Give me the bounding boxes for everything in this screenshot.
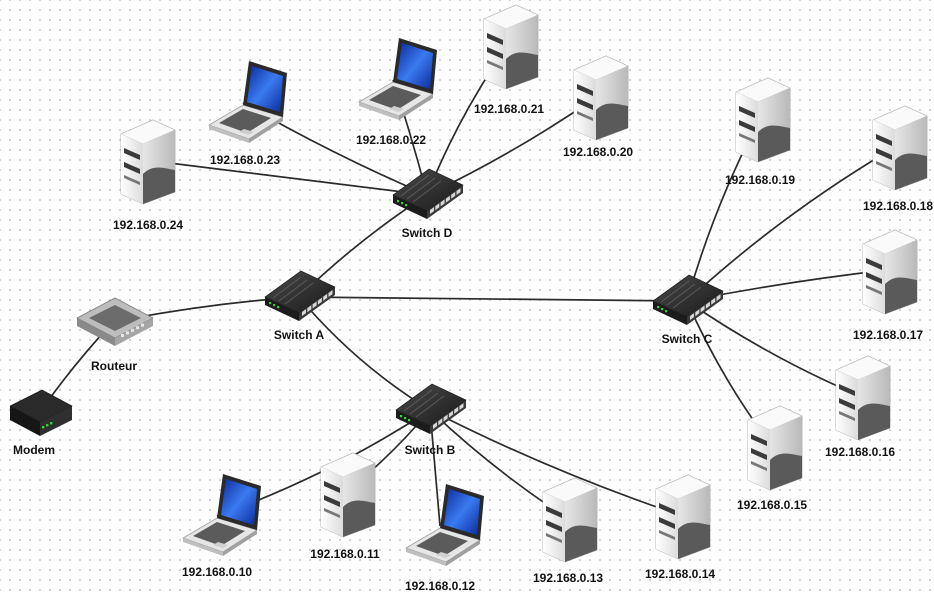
laptop-icon xyxy=(405,484,484,566)
switch-icon xyxy=(652,274,724,325)
node-label: 192.168.0.21 xyxy=(474,102,544,116)
node-label: 192.168.0.14 xyxy=(645,567,715,581)
node-label: Switch B xyxy=(405,443,456,457)
node-label: 192.168.0.13 xyxy=(533,571,603,585)
link-swC-h16 xyxy=(686,300,861,397)
link-swA-swB xyxy=(298,296,431,411)
node-swC[interactable]: Switch C xyxy=(652,274,724,346)
node-label: 192.168.0.12 xyxy=(405,579,475,593)
modem-icon xyxy=(0,389,73,436)
node-host-22[interactable]: 192.168.0.22 xyxy=(356,38,437,147)
node-host-13[interactable]: 192.168.0.13 xyxy=(533,477,603,585)
server-icon xyxy=(120,119,176,205)
link-swC-h18 xyxy=(686,145,898,302)
node-swA[interactable]: Switch A xyxy=(264,270,336,342)
switch-icon xyxy=(392,168,464,219)
server-icon xyxy=(542,477,598,563)
node-label: 192.168.0.23 xyxy=(210,153,280,167)
node-swD[interactable]: Switch D xyxy=(392,168,464,240)
node-label: 192.168.0.10 xyxy=(182,565,252,579)
node-label: Switch D xyxy=(402,226,453,240)
node-host-10[interactable]: 192.168.0.10 xyxy=(182,474,261,579)
node-label: 192.168.0.19 xyxy=(725,173,795,187)
server-icon xyxy=(573,55,629,141)
node-router[interactable]: Routeur xyxy=(76,297,154,373)
node-label: 192.168.0.24 xyxy=(113,218,183,232)
node-host-18[interactable]: 192.168.0.18 xyxy=(863,105,933,213)
link-swA-swC xyxy=(298,296,688,302)
laptop-icon xyxy=(182,474,261,556)
server-icon xyxy=(872,105,928,191)
node-label: 192.168.0.18 xyxy=(863,199,933,213)
server-icon xyxy=(655,474,711,560)
node-host-16[interactable]: 192.168.0.16 xyxy=(825,355,895,459)
node-label: 192.168.0.17 xyxy=(853,328,923,342)
node-host-24[interactable]: 192.168.0.24 xyxy=(113,119,183,232)
node-label: Switch C xyxy=(662,332,713,346)
node-host-21[interactable]: 192.168.0.21 xyxy=(474,4,544,116)
node-host-11[interactable]: 192.168.0.11 xyxy=(310,452,380,561)
server-icon xyxy=(862,229,918,315)
switch-icon xyxy=(395,383,467,434)
server-icon xyxy=(735,77,791,163)
laptop-icon xyxy=(208,61,287,143)
router-icon xyxy=(76,297,154,346)
server-icon xyxy=(835,355,891,441)
node-host-12[interactable]: 192.168.0.12 xyxy=(405,484,484,593)
server-icon xyxy=(320,452,376,538)
laptop-icon xyxy=(358,38,437,120)
server-icon xyxy=(747,405,803,491)
server-icon xyxy=(483,4,539,90)
node-modem[interactable]: Modem xyxy=(0,389,73,457)
node-label: 192.168.0.11 xyxy=(310,547,380,561)
node-host-17[interactable]: 192.168.0.17 xyxy=(853,229,923,342)
node-label: Switch A xyxy=(274,328,325,342)
node-host-19[interactable]: 192.168.0.19 xyxy=(725,77,795,187)
switch-icon xyxy=(264,270,336,321)
node-label: Modem xyxy=(13,443,55,457)
node-label: 192.168.0.22 xyxy=(356,133,426,147)
node-host-15[interactable]: 192.168.0.15 xyxy=(737,405,807,512)
link-swB-h14 xyxy=(429,409,681,516)
node-host-14[interactable]: 192.168.0.14 xyxy=(645,474,715,581)
node-host-23[interactable]: 192.168.0.23 xyxy=(208,61,287,167)
node-swB[interactable]: Switch B xyxy=(395,383,467,457)
node-host-20[interactable]: 192.168.0.20 xyxy=(563,55,633,159)
node-label: 192.168.0.16 xyxy=(825,445,895,459)
node-label: 192.168.0.20 xyxy=(563,145,633,159)
link-swD-h24 xyxy=(144,159,428,196)
node-label: Routeur xyxy=(91,359,137,373)
node-label: 192.168.0.15 xyxy=(737,498,807,512)
network-nodes: Modem Routeur Switch A Switch B Switch C Swit… xyxy=(0,4,933,593)
